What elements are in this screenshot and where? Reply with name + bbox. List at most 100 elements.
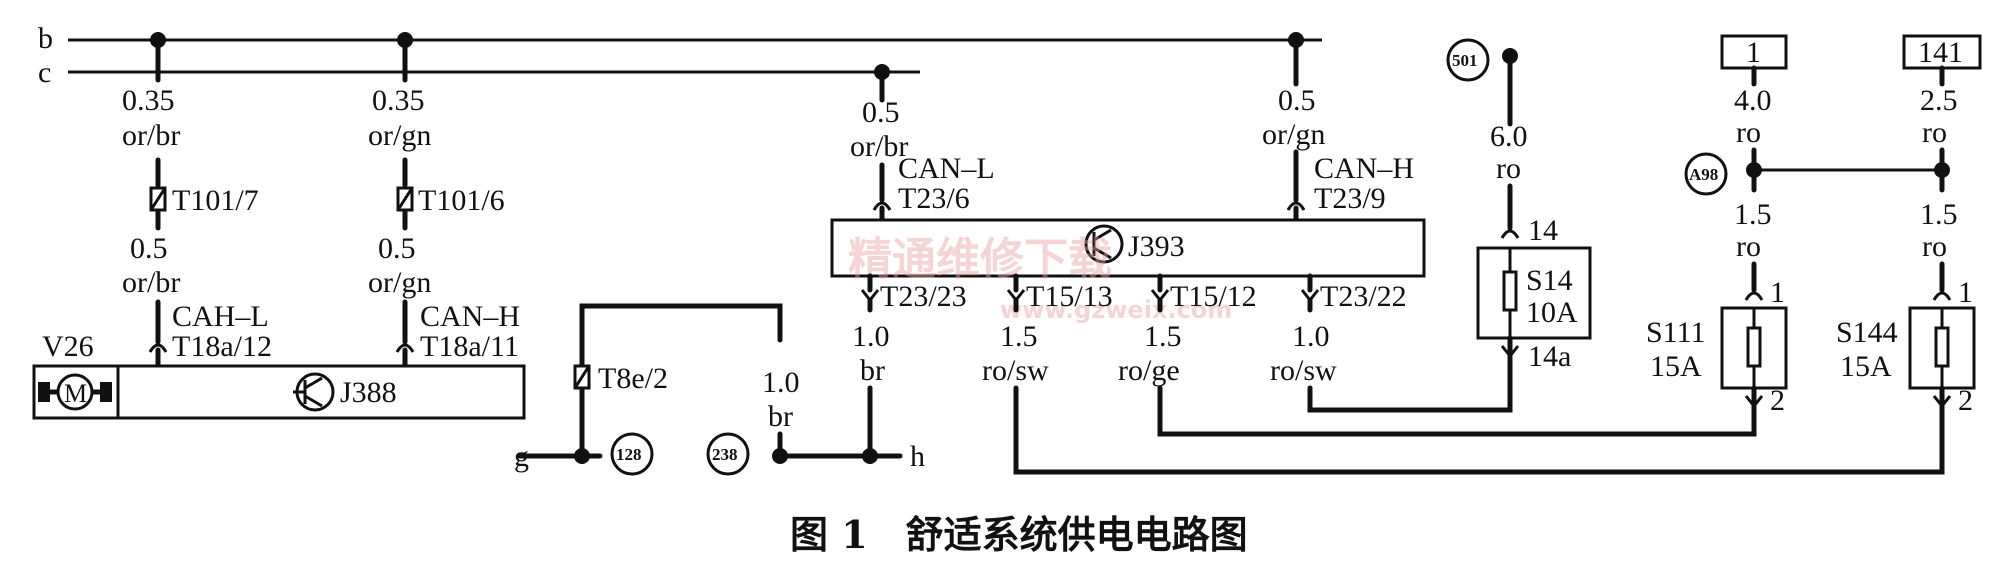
j393-bottom-pins: T23/23 1.0 br T15/13 1.5 ro/sw T15/12 1.… <box>852 273 1945 475</box>
bus-c-label: c <box>38 56 51 89</box>
connector-label: T18a/11 <box>420 330 519 363</box>
wire-color: ro/sw <box>1270 354 1337 387</box>
pin-symbol <box>1500 229 1520 239</box>
wire-color: or/gn <box>368 119 431 152</box>
s111-rating: 15A <box>1650 350 1702 383</box>
connector-mark <box>149 187 167 211</box>
connector-label: T23/22 <box>1320 280 1407 313</box>
transistor-collector <box>304 376 323 390</box>
watermark-text: 精通维修下载 <box>848 234 1112 285</box>
wire-color: ro <box>1736 116 1761 149</box>
wire-size: 1.5 <box>1734 198 1772 231</box>
j388-can-l-branch: 0.35 or/br T101/7 0.5 or/br CAH–L T18a/1… <box>122 32 272 369</box>
fuse-element <box>1746 326 1762 368</box>
s144-name: S144 <box>1836 316 1898 349</box>
pin-label: 2 <box>1958 384 1973 417</box>
wire-size: 1.5 <box>1920 198 1958 231</box>
motor-terminal <box>100 382 112 402</box>
junction-dot <box>862 448 878 464</box>
pin-symbol <box>1286 201 1306 211</box>
wire-size: 0.5 <box>378 232 416 265</box>
s144-fuse-group: 141 2.5 ro 1.5 ro 1 S144 15A 2 <box>1836 34 1982 417</box>
ref-128-label: 128 <box>616 445 642 464</box>
wire-size: 2.5 <box>1920 84 1958 117</box>
j393-label: J393 <box>1128 230 1185 263</box>
s111-name: S111 <box>1646 316 1705 349</box>
bus-g-label: g <box>514 440 529 473</box>
pin-symbol <box>1744 291 1764 301</box>
pin-symbol <box>872 201 892 211</box>
j393-can-h-branch: 0.5 or/gn CAN–H T23/9 <box>1262 32 1414 223</box>
connector-label: T23/23 <box>880 280 967 313</box>
watermark-url: www.gzweix.com <box>1000 296 1232 324</box>
wire-color: br <box>768 400 793 433</box>
connector-label: T18a/12 <box>172 330 272 363</box>
j393-box <box>830 218 1426 278</box>
can-label: CAN–L <box>898 152 995 185</box>
j393-can-l-branch: 0.5 or/br CAN–L T23/6 <box>850 64 995 223</box>
wire-color: or/gn <box>1262 118 1325 151</box>
wire-size: 0.35 <box>372 84 425 117</box>
wire-color: or/br <box>122 266 180 299</box>
fuse-element <box>1934 326 1950 368</box>
wire-size: 1.0 <box>852 320 890 353</box>
wire-color: or/gn <box>368 266 431 299</box>
s111-fuse-group: 1 4.0 ro A98 1.5 ro 1 S111 15A 2 <box>1646 34 1942 417</box>
wire-color: ro/sw <box>982 354 1049 387</box>
wire-ro-ge-to-s111 <box>1157 385 1757 437</box>
ref-circle-128 <box>610 432 654 476</box>
wire-color: ro <box>1922 230 1947 263</box>
wire-ro-sw-to-s144 <box>1013 385 1945 475</box>
pin-label: 1 <box>1958 276 1973 309</box>
j388-box <box>32 364 526 420</box>
connector-label: T23/9 <box>1314 182 1386 215</box>
pin-label: 14 <box>1528 214 1558 247</box>
j388-can-h-branch: 0.35 or/gn T101/6 0.5 or/gn CAN–H T18a/1… <box>368 32 520 369</box>
connector-label: T23/6 <box>898 182 970 215</box>
fuse-element <box>1502 270 1518 312</box>
wire-ro-sw-to-s14 <box>1307 367 1513 413</box>
can-label: CAH–L <box>172 300 269 333</box>
junction-dot <box>772 448 788 464</box>
wire-size: 0.35 <box>122 84 175 117</box>
s14-name: S14 <box>1526 264 1573 297</box>
ref-box-1 <box>1720 34 1788 70</box>
wire-size: 6.0 <box>1490 120 1528 153</box>
motor-letter: M <box>64 379 87 408</box>
ground-branch: T8e/2 g 128 238 1.0 br h <box>514 303 925 476</box>
s14-rating: 10A <box>1526 296 1578 329</box>
connector-mark <box>573 365 591 389</box>
wire-color: ro/ge <box>1118 354 1180 387</box>
can-label: CAN–H <box>1314 152 1414 185</box>
ref-a98-label: A98 <box>1689 165 1718 184</box>
ref-circle-501 <box>1446 38 1490 82</box>
wire-size: 0.5 <box>130 232 168 265</box>
wire-size: 0.5 <box>1278 84 1316 117</box>
wire-size: 1.5 <box>1144 320 1182 353</box>
wire-size: 1.5 <box>1000 320 1038 353</box>
connector-label: T101/6 <box>418 184 505 217</box>
junction-dot <box>1934 162 1950 178</box>
can-label: CAN–H <box>420 300 520 333</box>
figure-caption: 图 1 舒适系统供电电路图 <box>790 512 1248 557</box>
ref-box-141-label: 141 <box>1918 36 1963 69</box>
pin-symbol <box>148 343 168 353</box>
wire-color: or/br <box>850 130 908 163</box>
motor-terminal <box>38 382 50 402</box>
bus-h-label: h <box>910 440 925 473</box>
bus-lines: b c <box>38 22 1322 89</box>
s14-box <box>1476 246 1592 340</box>
wire-color: or/br <box>122 119 180 152</box>
j388-label: J388 <box>340 376 397 409</box>
v26-label: V26 <box>42 330 94 363</box>
wire-color: br <box>860 354 885 387</box>
junction-dot <box>574 448 590 464</box>
pin-symbol <box>395 343 415 353</box>
wire-size: 4.0 <box>1734 84 1772 117</box>
connector-label: T101/7 <box>172 184 259 217</box>
ref-circle-238 <box>706 432 750 476</box>
connector-label: T8e/2 <box>598 362 668 395</box>
transistor-collector <box>1093 228 1112 242</box>
